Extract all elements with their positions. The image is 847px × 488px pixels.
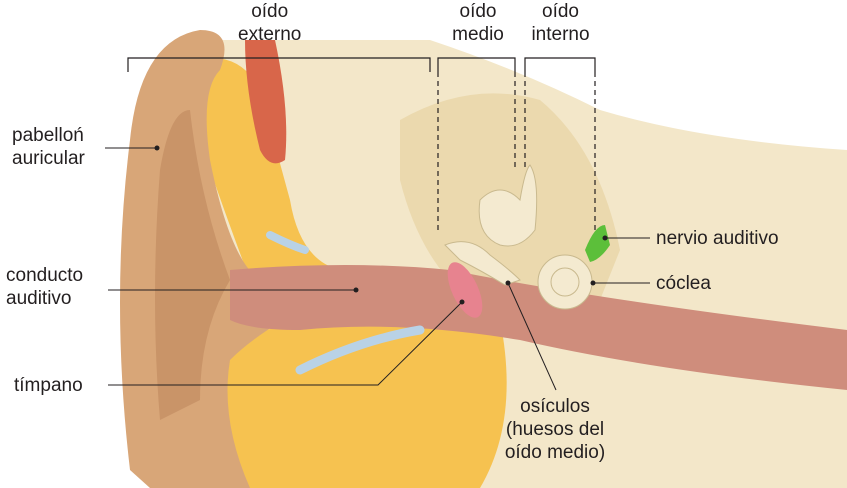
label-line: medio — [452, 24, 504, 45]
label-line: oído — [459, 1, 497, 22]
brackets — [127, 57, 596, 232]
fat-tissue-lower — [220, 317, 507, 488]
label-line: auricular — [12, 148, 85, 169]
label-line: interno — [531, 24, 590, 45]
label-eardrum: tímpano — [14, 375, 83, 396]
label-pinna: pabelloń auricular — [12, 124, 85, 170]
cochlea — [537, 254, 593, 310]
auditory-nerve — [585, 225, 610, 262]
label-cochlea: cóclea — [656, 273, 711, 294]
pinna-inner — [155, 110, 230, 420]
leader-lines — [105, 147, 650, 391]
label-line: oído — [251, 1, 289, 22]
label-ear-canal: conducto auditivo — [6, 264, 83, 310]
label-line: externo — [238, 24, 302, 45]
cochlea-spiral — [550, 267, 580, 297]
label-outer-ear: oído externo — [238, 0, 301, 46]
fat-tissue-upper — [195, 58, 340, 280]
muscle — [245, 40, 287, 164]
vessel — [266, 231, 309, 254]
label-auditory-nerve: nervio auditivo — [656, 228, 779, 249]
label-line: (huesos del — [505, 419, 605, 440]
label-line: osículos — [520, 396, 590, 417]
label-line: pabelloń — [12, 125, 84, 146]
ear-canal — [230, 265, 847, 390]
label-line: oído — [542, 1, 579, 22]
label-line: conducto — [6, 265, 84, 286]
ossicles — [444, 241, 521, 286]
label-middle-ear: oído medio — [443, 0, 513, 46]
eardrum — [447, 262, 483, 318]
label-line: auditivo — [6, 288, 72, 309]
label-line: oído medio) — [504, 442, 606, 463]
label-ossicles: osículos (huesos del oído medio) — [490, 395, 620, 464]
semicircular-canals — [478, 164, 538, 247]
vessel — [295, 325, 425, 375]
label-inner-ear: oído interno — [523, 0, 598, 46]
